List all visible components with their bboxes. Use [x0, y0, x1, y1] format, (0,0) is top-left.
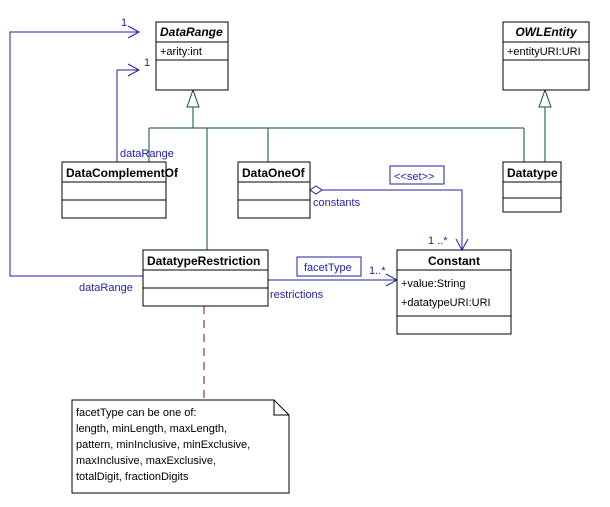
class-dataoneof[interactable]: DataOneOf — [237, 161, 311, 219]
note-line: maxInclusive, maxExclusive, — [76, 455, 216, 467]
association-oneof-constant — [322, 189, 463, 250]
role-restrictions: restrictions — [270, 289, 324, 301]
note-line: facetType can be one of: — [76, 407, 196, 419]
class-datatype[interactable]: Datatype — [502, 161, 562, 213]
qualifier-box — [296, 256, 362, 277]
attribute-entityuri: +entityURI:URI — [507, 46, 581, 58]
generalization-arrowhead-owlentity — [538, 88, 552, 108]
note-line: length, minLength, maxLength, — [76, 423, 227, 435]
class-owlentity[interactable]: OWLEntity +entityURI:URI — [502, 21, 590, 91]
association-complement-datarange — [116, 69, 138, 162]
role-constants: constants — [313, 197, 361, 209]
association-restriction-datarange — [9, 31, 143, 277]
multiplicity-many-constants: 1 ..* — [428, 235, 448, 247]
multiplicity-one-top: 1 — [121, 17, 127, 29]
stereotype-label: <<set>> — [394, 171, 434, 183]
stereotype-box — [389, 165, 445, 185]
class-name-constant: Constant — [428, 254, 480, 268]
note-line: totalDigit, fractionDigits — [76, 471, 189, 483]
class-datatyperestriction[interactable]: DatatypeRestriction — [142, 249, 269, 307]
class-datarange[interactable]: DataRange +arity:int — [155, 21, 229, 91]
generalization-arrowhead-datarange — [186, 88, 200, 108]
class-name-datacomplementof: DataComplementOf — [66, 166, 179, 180]
class-name-datatyperestriction: DatatypeRestriction — [147, 254, 260, 268]
attribute-value: +value:String — [401, 278, 466, 290]
class-name-datatype: Datatype — [507, 166, 558, 180]
class-datacomplementof[interactable]: DataComplementOf — [61, 161, 179, 219]
note[interactable]: facetType can be one of: length, minLeng… — [71, 399, 290, 494]
association-arrowhead-restriction-datarange — [127, 25, 141, 39]
role-datarange-restriction: dataRange — [79, 282, 133, 294]
attribute-datatypeuri: +datatypeURI:URI — [401, 297, 491, 309]
multiplicity-many-restrictions: 1..* — [369, 265, 386, 277]
note-line: pattern, minInclusive, minExclusive, — [76, 439, 250, 451]
class-name-datarange: DataRange — [160, 25, 223, 39]
generalization-lines — [148, 107, 546, 250]
aggregation-diamond-oneof — [309, 185, 323, 195]
role-datarange-complement: dataRange — [120, 148, 174, 160]
association-arrowhead-complement-datarange — [127, 63, 141, 77]
multiplicity-one-complement: 1 — [144, 57, 150, 69]
class-name-owlentity: OWLEntity — [515, 25, 578, 39]
class-constant[interactable]: Constant +value:String +datatypeURI:URI — [396, 249, 512, 335]
association-lines — [9, 25, 469, 287]
attribute-arity: +arity:int — [160, 46, 202, 58]
qualifier-label: facetType — [304, 262, 352, 274]
class-name-dataoneof: DataOneOf — [242, 166, 306, 180]
